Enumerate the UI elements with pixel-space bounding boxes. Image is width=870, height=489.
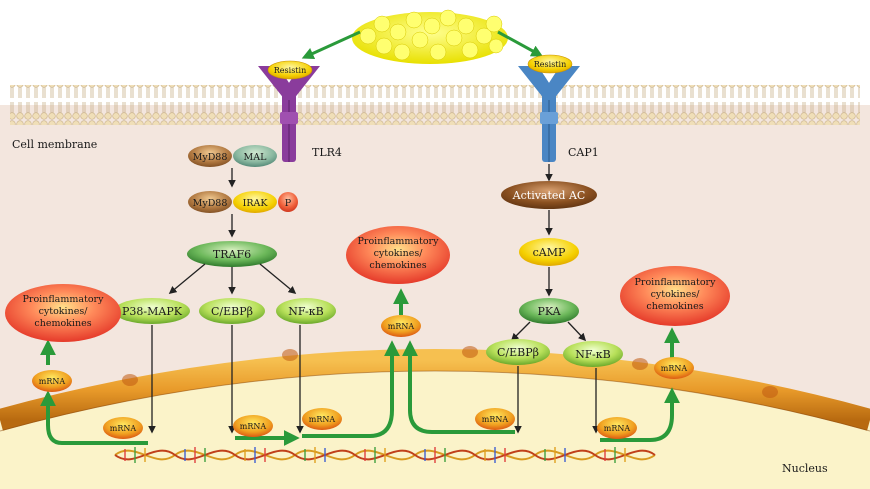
p38-mapk-label: P38-MAPK (122, 305, 183, 318)
mrna-nuc-1 (103, 417, 143, 439)
arrow-pka-nfkb (567, 321, 587, 342)
export-arrow-center-right (402, 340, 515, 434)
cytokine-left-line1: Proinflammatory (23, 294, 105, 305)
mrna-nodes: mRNA mRNA mRNA mRNA mRNA mRNA mRNA mRNA (32, 315, 694, 439)
cebp-node-left (199, 298, 265, 324)
resistin-arrows (301, 30, 544, 59)
mrna-label-cyto-center: mRNA (388, 322, 415, 331)
nfkb-node-left (276, 298, 336, 324)
myd88-node-a (188, 145, 232, 167)
tlr4-receptor (258, 66, 320, 162)
mrna-label-nuc-4: mRNA (482, 415, 509, 424)
myd88-node-b (188, 191, 232, 213)
nucleus-label: Nucleus (782, 462, 828, 475)
cytokine-left: Proinflammatory cytokines/ chemokines (5, 284, 121, 342)
mrna-label-nuc-1: mRNA (110, 424, 137, 433)
phosphate-node (278, 192, 298, 212)
p38-mapk-node (114, 298, 190, 324)
export-arrow-center-left (302, 340, 400, 438)
nuclear-envelope-edge (0, 370, 870, 432)
irak-label: IRAK (243, 198, 269, 209)
mrna-label-cyto-left: mRNA (39, 377, 66, 386)
cytokine-center: Proinflammatory cytokines/ chemokines (346, 226, 450, 284)
mrna-nuc-5 (597, 417, 637, 439)
cap1-label: CAP1 (568, 146, 599, 159)
cytokine-left-line3: chemokines (34, 318, 91, 329)
irak-node (233, 191, 277, 213)
nuclear-envelope (0, 349, 870, 431)
nfkb-node-right (563, 341, 623, 367)
cytokine-right-line1: Proinflammatory (635, 277, 717, 288)
mal-node (233, 145, 277, 167)
cebp-label-left: C/EBPβ (211, 305, 253, 318)
arrow-traf6-nfkb (259, 263, 297, 294)
cell-membrane (10, 85, 860, 125)
cytokine-left-line2: cytokines/ (39, 306, 89, 317)
cytokine-right-line3: chemokines (646, 301, 703, 312)
cytokine-center-line2: cytokines/ (374, 248, 424, 259)
resistin-protein-cluster (352, 9, 508, 64)
cebp-label-right: C/EBPβ (497, 346, 539, 359)
mrna-nuc-4 (475, 408, 515, 430)
camp-label: cAMP (533, 246, 566, 259)
export-arrow-right (600, 387, 680, 442)
myd88-label-b: MyD88 (193, 198, 228, 209)
mrna-label-nuc-3: mRNA (309, 415, 336, 424)
camp-node (519, 238, 579, 266)
nuclear-pores (122, 346, 778, 398)
cytokine-center-line3: chemokines (369, 260, 426, 271)
activated-ac-label: Activated AC (512, 189, 586, 202)
pka-label: PKA (537, 305, 561, 318)
cytokine-center-line1: Proinflammatory (358, 236, 440, 247)
mrna-cyto-right (654, 357, 694, 379)
mrna-label-nuc-2: mRNA (240, 422, 267, 431)
activated-ac-node (501, 181, 597, 209)
pka-node (519, 298, 579, 324)
resistin-tlr4-ligand (267, 60, 313, 80)
cap1-receptor (518, 66, 580, 162)
mrna-cyto-center (381, 315, 421, 337)
mrna-label-nuc-5: mRNA (604, 424, 631, 433)
phosphate-label: P (285, 198, 292, 209)
myd88-label-a: MyD88 (193, 152, 228, 163)
nfkb-label-right: NF-κB (575, 348, 610, 361)
mrna-nuc-2 (233, 415, 273, 437)
mrna-label-cyto-right: mRNA (661, 364, 688, 373)
mrna-nuc-3 (302, 408, 342, 430)
traf6-label: TRAF6 (213, 248, 251, 261)
mrna-export-arrows (40, 288, 680, 446)
tlr4-label: TLR4 (312, 146, 342, 159)
arrow-traf6-p38 (168, 263, 206, 294)
nfkb-label-left: NF-κB (288, 305, 323, 318)
resistin-label-left: Resistin (274, 66, 306, 75)
cebp-node-right (486, 339, 550, 365)
export-arrow-left (40, 390, 148, 445)
cell-membrane-label: Cell membrane (12, 138, 97, 151)
mal-label: MAL (244, 152, 268, 163)
mrna-cyto-left (32, 370, 72, 392)
resistin-cap1-ligand (527, 54, 573, 74)
arrow-pka-cebp (510, 321, 531, 342)
traf6-node (187, 241, 277, 267)
cytokine-right: Proinflammatory cytokines/ chemokines (620, 266, 730, 326)
resistin-label-right: Resistin (534, 60, 566, 69)
dna-helix (114, 447, 656, 463)
cytokine-right-line2: cytokines/ (651, 289, 701, 300)
